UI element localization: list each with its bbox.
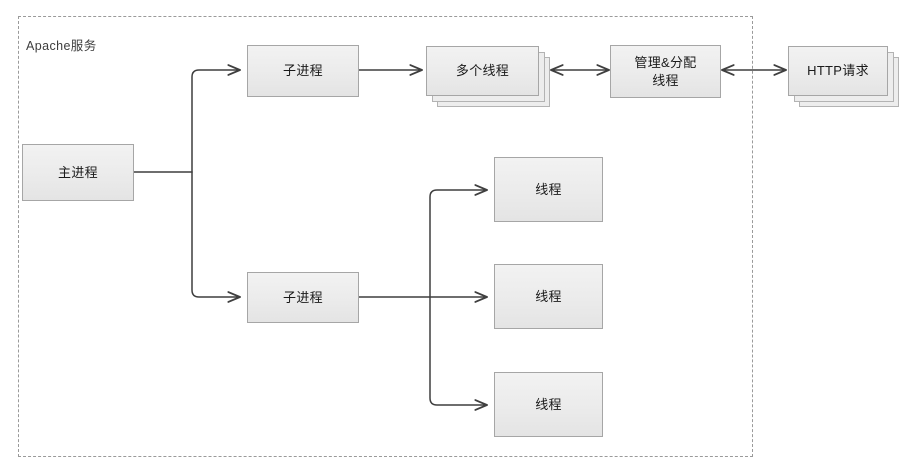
node-thread-3[interactable]: 线程 — [494, 372, 603, 437]
node-manage-threads-label: 管理&分配 线程 — [634, 54, 697, 88]
apache-service-group-label: Apache服务 — [26, 39, 97, 53]
edge-main-to-child-top — [191, 64, 241, 173]
node-multi-threads-label: 多个线程 — [455, 63, 510, 79]
node-main-process[interactable]: 主进程 — [22, 144, 134, 201]
node-thread-1[interactable]: 线程 — [494, 157, 603, 222]
node-manage-threads[interactable]: 管理&分配 线程 — [610, 45, 721, 98]
node-child-process-top[interactable]: 子进程 — [247, 45, 359, 97]
node-child-process-bottom-label: 子进程 — [283, 289, 323, 305]
node-main-process-label: 主进程 — [58, 164, 98, 180]
node-child-process-top-label: 子进程 — [283, 63, 323, 79]
edge-child-bottom-to-thread-3 — [429, 296, 488, 411]
node-thread-1-label: 线程 — [535, 181, 562, 197]
node-thread-3-label: 线程 — [535, 396, 562, 412]
edge-child-bottom-to-thread-1 — [429, 184, 488, 298]
node-http-request-label: HTTP请求 — [807, 63, 869, 79]
node-thread-2[interactable]: 线程 — [494, 264, 603, 329]
node-http-request[interactable]: HTTP请求 — [788, 46, 888, 96]
node-child-process-bottom[interactable]: 子进程 — [247, 272, 359, 323]
apache-service-group-boundary — [18, 16, 753, 457]
edge-main-to-child-bottom — [191, 171, 241, 303]
node-multi-threads[interactable]: 多个线程 — [426, 46, 539, 96]
node-thread-2-label: 线程 — [535, 288, 562, 304]
